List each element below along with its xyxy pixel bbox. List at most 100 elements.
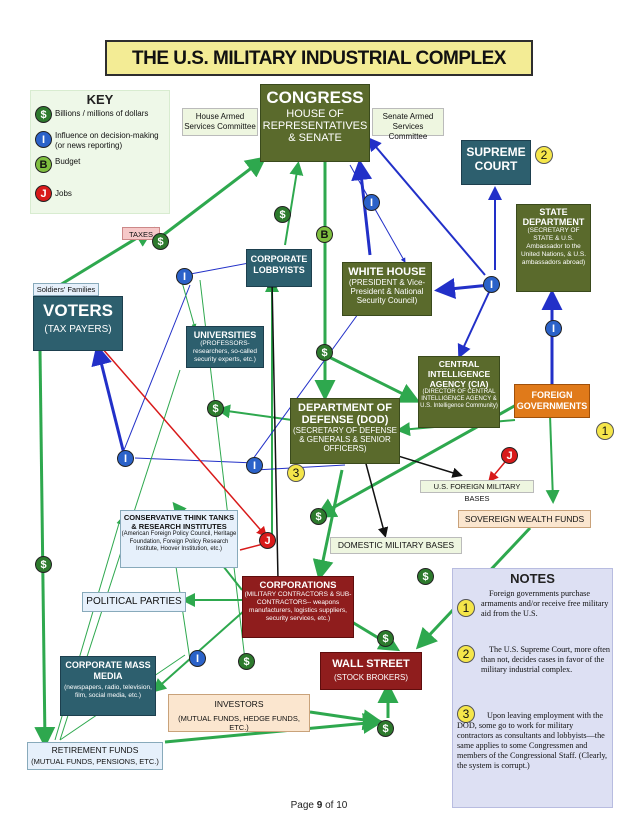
dollar-icon: $ <box>377 630 394 647</box>
arrow-voters-up <box>91 344 127 459</box>
influence-icon: I <box>483 276 500 293</box>
media-title: CORPORATE MASS MEDIA <box>65 660 151 681</box>
white-house-subtitle: (PRESIDENT & Vice-President & National S… <box>348 278 426 305</box>
influence-arrows <box>91 136 563 459</box>
note-number-1: 1 <box>457 599 475 617</box>
wall-street-subtitle: (STOCK BROKERS) <box>333 673 409 682</box>
dollar-icon: $ <box>417 568 434 585</box>
congress-subtitle: HOUSE OF REPRESENTATIVES & SENATE <box>262 108 368 144</box>
notes-title: NOTES <box>510 571 555 586</box>
universities-node: UNIVERSITIES (PROFESSORS-researchers, so… <box>186 326 264 368</box>
state-subtitle: (SECRETARY OF STATE & U.S. Ambassador to… <box>520 227 587 266</box>
cia-subtitle: (DIRECTOR OF CENTRAL INTELLIGENCE AGENCY… <box>420 389 498 409</box>
domestic-military-bases-node: DOMESTIC MILITARY BASES <box>330 537 462 554</box>
arrow-dod-to-universities <box>216 404 293 421</box>
dollar-icon: $ <box>274 206 291 223</box>
retirement-subtitle: (MUTUAL FUNDS, PENSIONS, ETC.) <box>31 757 159 766</box>
state-department-node: STATE DEPARTMENT (SECRETARY OF STATE & U… <box>516 204 591 292</box>
key-label-budget: Budget <box>55 157 81 166</box>
footer-of: of <box>325 800 334 811</box>
voters-subtitle: (TAX PAYERS) <box>44 324 112 335</box>
retirement-title: RETIREMENT FUNDS <box>51 745 139 755</box>
dollar-icon: $ <box>316 344 333 361</box>
think-tanks-subtitle: (American Foreign Policy Council, Herita… <box>121 531 237 552</box>
arrow-wh-to-congress <box>351 159 373 256</box>
state-title: STATE DEPARTMENT <box>522 207 585 227</box>
senate-armed-services-node: Senate Armed Services Committee <box>372 108 444 141</box>
influence-icon: I <box>246 457 263 474</box>
jobs-icon: J <box>501 447 518 464</box>
note-number-2: 2 <box>457 645 475 663</box>
arrow-dod-down <box>324 353 421 403</box>
cia-title: CENTRAL INTELLIGENCE AGENCY (CIA) <box>427 359 491 389</box>
political-parties-node: POLITICAL PARTIES <box>82 592 186 612</box>
footer-total-pages: 10 <box>336 800 348 811</box>
congress-title: CONGRESS <box>266 88 364 107</box>
arrow-state-to-wh <box>434 278 491 299</box>
budget-icon: B <box>35 156 52 173</box>
investors-node: INVESTORS (MUTUAL FUNDS, HEDGE FUNDS, ET… <box>168 694 310 732</box>
key-label-jobs: Jobs <box>55 189 72 198</box>
voters-node: VOTERS (TAX PAYERS) <box>33 296 123 351</box>
corporate-media-node: CORPORATE MASS MEDIA (newspapers, radio,… <box>60 656 156 716</box>
key-panel: KEY $ Billions / millions of dollars I I… <box>30 90 170 214</box>
foreign-governments-node: FOREIGN GOVERNMENTS <box>514 384 590 418</box>
voters-title: VOTERS <box>43 301 113 320</box>
dollar-icon: $ <box>310 508 327 525</box>
influence-icon: I <box>176 268 193 285</box>
arrow-investors-to-wallst <box>309 709 384 731</box>
sovereign-wealth-funds-node: SOVEREIGN WEALTH FUNDS <box>458 510 591 528</box>
notes-panel: NOTES 1 Foreign governments purchase arm… <box>452 568 613 808</box>
think-tanks-node: CONSERVATIVE THINK TANKS & RESEARCH INST… <box>120 510 238 568</box>
cia-node: CENTRAL INTELLIGENCE AGENCY (CIA) (DIREC… <box>418 356 500 428</box>
corporations-node: CORPORATIONS (MILITARY CONTRACTORS & SUB… <box>242 576 354 638</box>
universities-title: UNIVERSITIES <box>193 330 257 340</box>
house-armed-services-node: House Armed Services Committee <box>182 108 258 136</box>
wall-street-title: WALL STREET <box>332 658 410 670</box>
arrow-voters-to-retirement <box>34 349 56 748</box>
dollar-icon: $ <box>377 720 394 737</box>
footer-prefix: Page <box>290 800 314 811</box>
universities-subtitle: (PROFESSORS-researchers, so-called secur… <box>193 340 257 363</box>
dod-subtitle: (SECRETARY OF DEFENSE & GENERALS & SENIO… <box>292 426 398 453</box>
page-footer: Page 9 of 10 <box>0 800 638 811</box>
arrow-dod-to-corps <box>312 469 344 581</box>
congress-node: CONGRESS HOUSE OF REPRESENTATIVES & SENA… <box>260 84 370 162</box>
arrow-foreign-to-sov <box>545 414 560 504</box>
influence-icon: I <box>189 650 206 667</box>
investors-subtitle: (MUTUAL FUNDS, HEDGE FUNDS, ETC.) <box>178 714 300 732</box>
supreme-court-node: SUPREME COURT <box>461 140 531 185</box>
money-arrows <box>34 156 560 748</box>
note-text-1: Foreign governments purchase armaments a… <box>481 589 609 618</box>
influence-icon: I <box>117 450 134 467</box>
note-text-2: The U.S. Supreme Court, more often than … <box>481 645 610 674</box>
key-label-influence: Influence on decision-making (or news re… <box>55 131 159 150</box>
soldiers-families-label: Soldiers' Families <box>33 283 99 296</box>
note-text-3: Upon leaving employment with the DOD, so… <box>457 711 608 770</box>
dollar-icon: $ <box>35 106 52 123</box>
investors-title: INVESTORS <box>214 699 264 709</box>
white-house-node: WHITE HOUSE (PRESIDENT & Vice-President … <box>342 262 432 316</box>
media-subtitle: (newspapers, radio, television, film, so… <box>64 684 152 699</box>
arrow-state-to-cia <box>457 289 491 359</box>
budget-icon: B <box>316 226 333 243</box>
retirement-funds-node: RETIREMENT FUNDS (MUTUAL FUNDS, PENSIONS… <box>27 742 163 770</box>
key-title: KEY <box>86 92 114 107</box>
arrow-state-to-congress <box>367 136 486 276</box>
footer-page-number: 9 <box>316 800 323 811</box>
jobs-icon: J <box>35 185 52 202</box>
note-marker-3: 3 <box>287 464 305 482</box>
dollar-icon: $ <box>238 653 255 670</box>
dod-title: DEPARTMENT OF DEFENSE (DOD) <box>298 402 392 426</box>
influence-icon: I <box>35 131 52 148</box>
key-label-dollars: Billions / millions of dollars <box>55 109 149 118</box>
influence-icon: I <box>545 320 562 337</box>
think-tanks-title: CONSERVATIVE THINK TANKS & RESEARCH INST… <box>123 513 235 531</box>
dollar-icon: $ <box>207 400 224 417</box>
corporations-title: CORPORATIONS <box>259 580 337 591</box>
jobs-icon: J <box>259 532 276 549</box>
taxes-label: TAXES <box>122 227 160 240</box>
foreign-military-bases-node: U.S. FOREIGN MILITARY BASES <box>420 480 534 503</box>
page-title: THE U.S. MILITARY INDUSTRIAL COMPLEX <box>105 40 533 76</box>
note-number-3: 3 <box>457 705 475 723</box>
